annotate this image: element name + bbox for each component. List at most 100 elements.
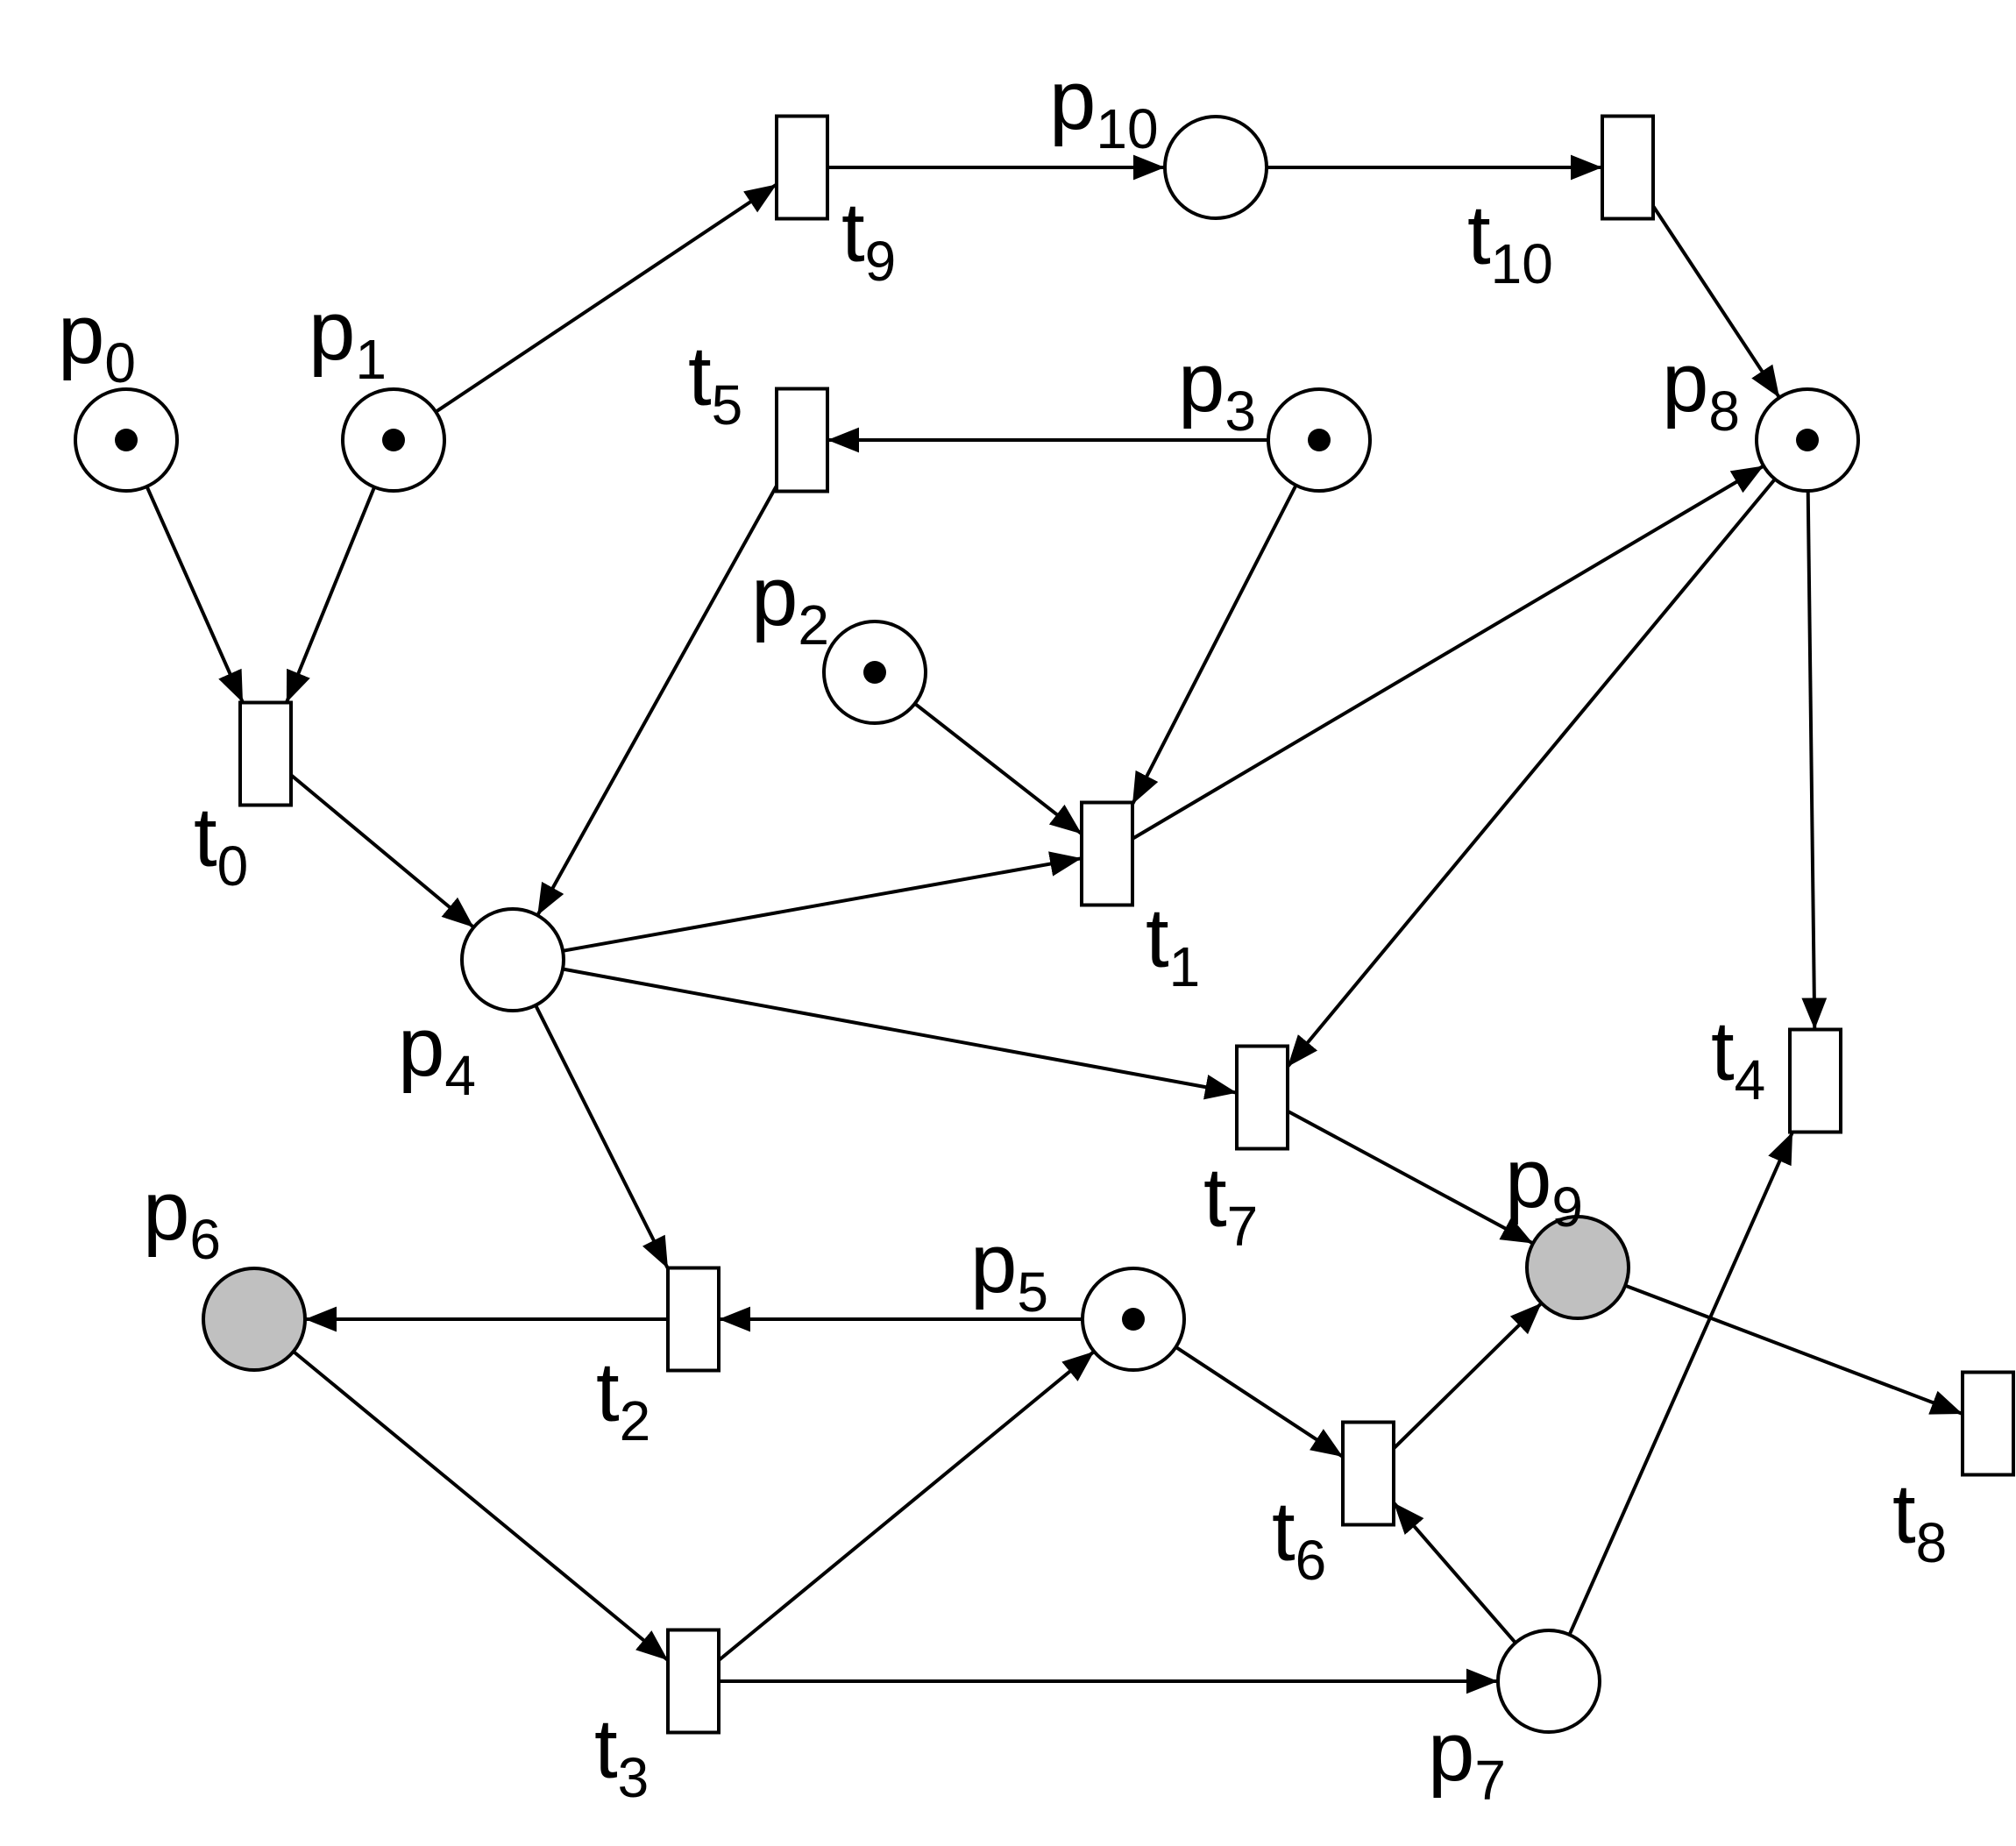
label-letter: t	[1467, 188, 1491, 282]
arc-p8-to-t7	[1286, 478, 1777, 1069]
label-letter: t	[594, 1702, 618, 1796]
label-subscript: 5	[1017, 1260, 1048, 1324]
label-subscript: 0	[217, 834, 249, 898]
place-label-p2: p2	[751, 550, 829, 657]
transition-label-t4: t4	[1711, 1005, 1765, 1111]
label-subscript: 3	[1225, 380, 1256, 443]
arc-p4-to-t2	[534, 1004, 670, 1270]
arc-t5-to-p4	[536, 485, 778, 917]
arc-p1-to-t0	[285, 486, 376, 704]
arc-p1-to-t9	[435, 182, 778, 414]
place-label-p1: p1	[309, 284, 387, 391]
transition-t9	[775, 114, 829, 221]
transition-t5	[775, 387, 829, 493]
label-letter: p	[970, 1217, 1017, 1310]
label-letter: p	[751, 550, 798, 643]
transition-label-t9: t9	[841, 186, 896, 293]
label-letter: p	[1049, 53, 1096, 147]
transition-label-t10: t10	[1467, 188, 1553, 295]
token-dot	[115, 429, 138, 451]
arc-p7-to-t4	[1567, 1131, 1794, 1636]
label-letter: t	[1272, 1485, 1295, 1579]
token-dot	[382, 429, 405, 451]
label-letter: t	[194, 791, 217, 884]
place-circle	[1525, 1215, 1630, 1320]
arc-t3-to-p5	[717, 1350, 1096, 1662]
arc-p8-to-t4	[1801, 490, 1828, 1030]
place-circle	[1496, 1629, 1601, 1734]
transition-t2	[666, 1266, 721, 1373]
label-letter: t	[1892, 1467, 1916, 1561]
place-p1	[341, 387, 446, 493]
arc-p6-to-t3	[292, 1350, 670, 1662]
label-letter: p	[143, 1164, 189, 1258]
label-subscript: 6	[1295, 1529, 1327, 1592]
place-p2	[822, 620, 927, 725]
place-label-p10: p10	[1049, 53, 1159, 160]
token-dot	[1796, 429, 1819, 451]
place-label-p4: p4	[398, 1000, 476, 1107]
arc-t10-to-p8	[1651, 204, 1781, 399]
label-letter: t	[1711, 1005, 1735, 1098]
transition-label-t0: t0	[194, 791, 248, 898]
transition-t10	[1601, 114, 1655, 221]
place-label-p6: p6	[143, 1164, 221, 1271]
arc-t1-to-p8	[1131, 464, 1765, 841]
label-subscript: 9	[865, 230, 897, 293]
label-subscript: 0	[104, 331, 136, 394]
label-subscript: 2	[620, 1389, 651, 1452]
transition-t0	[238, 700, 293, 807]
place-p9	[1525, 1215, 1630, 1320]
label-subscript: 7	[1474, 1749, 1506, 1812]
transition-label-t2: t2	[596, 1345, 650, 1452]
label-letter: t	[1146, 891, 1169, 985]
transition-t4	[1788, 1027, 1842, 1134]
token-dot	[863, 661, 886, 684]
place-label-p5: p5	[970, 1217, 1048, 1324]
arcs-layer	[145, 154, 1963, 1694]
label-letter: p	[1178, 336, 1225, 430]
label-letter: p	[58, 288, 104, 381]
label-subscript: 8	[1708, 380, 1740, 443]
transition-label-t6: t6	[1272, 1485, 1326, 1592]
place-p3	[1267, 387, 1372, 493]
label-subscript: 4	[1735, 1048, 1766, 1111]
label-subscript: 8	[1916, 1511, 1948, 1574]
label-letter: p	[1662, 336, 1708, 430]
arc-p0-to-t0	[145, 486, 245, 704]
place-label-p9: p9	[1505, 1132, 1583, 1239]
place-circle	[1163, 115, 1268, 220]
label-subscript: 6	[189, 1208, 221, 1271]
label-letter: p	[1505, 1132, 1551, 1225]
label-subscript: 5	[712, 373, 743, 437]
transition-label-t5: t5	[688, 330, 742, 437]
transition-t3	[666, 1628, 721, 1735]
label-subscript: 3	[618, 1746, 650, 1809]
transition-t6	[1341, 1420, 1395, 1527]
transition-t7	[1235, 1044, 1289, 1151]
label-letter: p	[1428, 1705, 1474, 1799]
transition-t8	[1961, 1370, 2015, 1477]
arc-p9-to-t8	[1624, 1283, 1963, 1416]
label-letter: t	[596, 1345, 620, 1439]
token-dot	[1122, 1308, 1145, 1331]
label-subscript: 1	[1169, 935, 1201, 998]
place-label-p7: p7	[1428, 1705, 1506, 1812]
place-p0	[74, 387, 179, 493]
label-letter: t	[688, 330, 712, 423]
place-p4	[460, 907, 565, 1012]
label-subscript: 9	[1551, 1175, 1583, 1239]
token-dot	[1308, 429, 1331, 451]
label-subscript: 10	[1096, 97, 1158, 160]
label-subscript: 4	[444, 1044, 476, 1107]
transition-label-t1: t1	[1146, 891, 1200, 998]
arc-p4-to-t1	[562, 851, 1083, 953]
transition-t1	[1080, 800, 1134, 907]
place-label-p8: p8	[1662, 336, 1740, 443]
place-p7	[1496, 1629, 1601, 1734]
place-circle	[202, 1267, 307, 1372]
arc-t0-to-p4	[289, 773, 475, 929]
label-letter: t	[1203, 1151, 1227, 1245]
